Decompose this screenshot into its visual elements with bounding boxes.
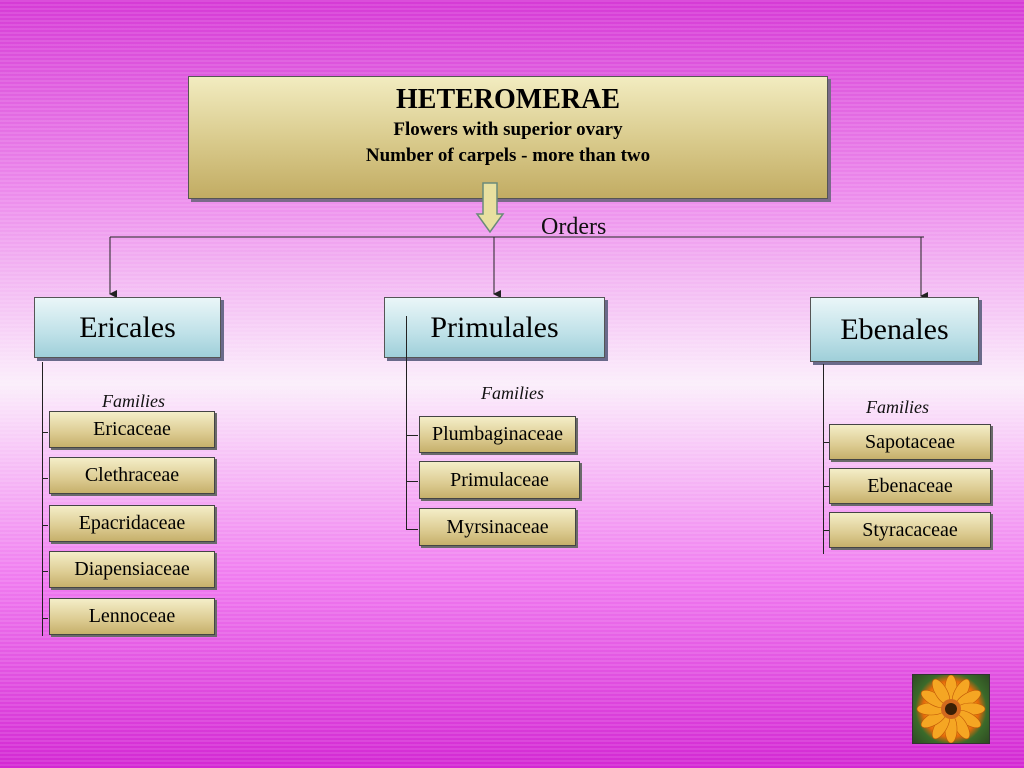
orders-label: Orders — [541, 214, 607, 240]
order-box-ebenales: Ebenales — [810, 297, 979, 362]
ebenales-stem — [823, 364, 824, 554]
header-box: HETEROMERAE Flowers with superior ovary … — [188, 76, 828, 199]
family-sapotaceae: Sapotaceae — [829, 424, 991, 460]
ericales-stem — [42, 362, 43, 636]
family-diapensiaceae: Diapensiaceae — [49, 551, 215, 588]
down-arrow-icon — [475, 182, 505, 234]
families-label-ericales: Families — [102, 391, 165, 411]
header-title: HETEROMERAE — [395, 84, 621, 115]
family-ericaceae: Ericaceae — [49, 411, 215, 448]
order-box-primulales: Primulales — [384, 297, 605, 358]
header-line-1: Flowers with superior ovary — [393, 119, 623, 140]
family-primulaceae: Primulaceae — [419, 461, 580, 499]
family-styracaceae: Styracaceae — [829, 512, 991, 548]
family-clethraceae: Clethraceae — [49, 457, 215, 494]
order-box-ericales: Ericales — [34, 297, 221, 358]
flower-icon — [916, 674, 986, 744]
family-plumbaginaceae: Plumbaginaceae — [419, 416, 576, 453]
family-epacridaceae: Epacridaceae — [49, 505, 215, 542]
primulales-stem — [406, 316, 407, 530]
family-myrsinaceae: Myrsinaceae — [419, 508, 576, 546]
flower-image — [912, 674, 990, 744]
family-ebenaceae: Ebenaceae — [829, 468, 991, 504]
families-label-primulales: Families — [481, 383, 544, 403]
family-lennoceae: Lennoceae — [49, 598, 215, 635]
header-line-2: Number of carpels - more than two — [365, 145, 651, 166]
families-label-ebenales: Families — [866, 397, 929, 417]
